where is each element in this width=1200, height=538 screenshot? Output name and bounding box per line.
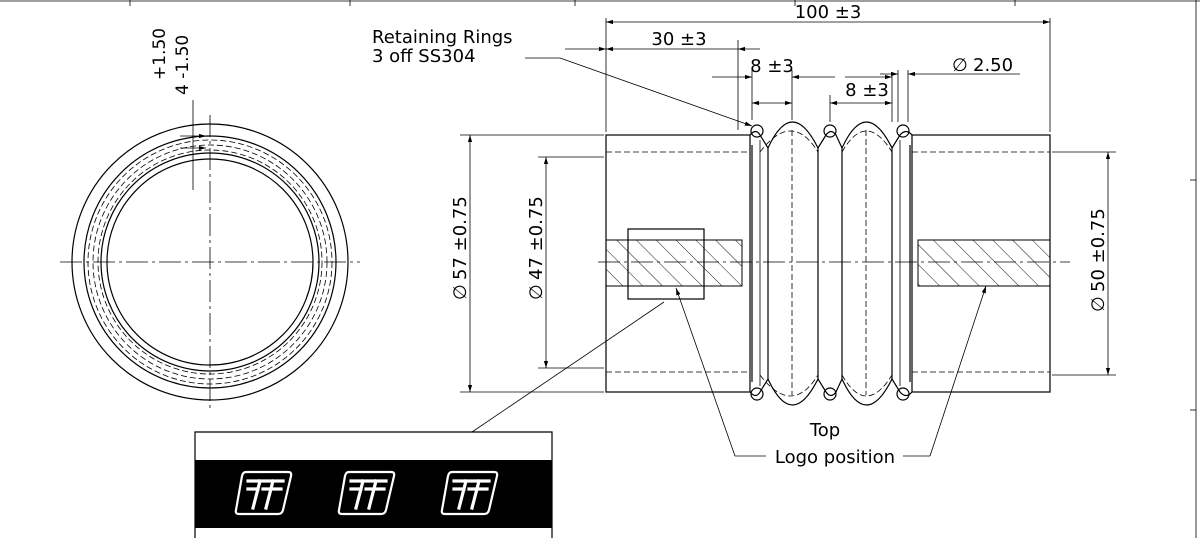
dim-convolution-width-2: 8 ±3 bbox=[845, 80, 889, 101]
note-top: Top bbox=[809, 420, 840, 441]
dim-outer-diameter-group: ∅ 57 ±0.75 bbox=[450, 196, 471, 300]
logo-mark-icon bbox=[440, 470, 499, 516]
dim-end-diameter-group: ∅ 50 ±0.75 bbox=[1088, 208, 1109, 312]
wall-tolerance-minus: 4 -1.50 bbox=[173, 35, 193, 95]
dim-outer-diameter: 57 ±0.75 bbox=[450, 196, 471, 280]
logo-detail bbox=[194, 431, 553, 538]
dimension-lines bbox=[460, 18, 1116, 393]
dim-end-length: 30 ±3 bbox=[651, 29, 706, 50]
dim-end-outer-diameter: 50 ±0.75 bbox=[1088, 208, 1109, 292]
note-retaining-rings-line2: 3 off SS304 bbox=[372, 46, 476, 67]
side-view bbox=[598, 121, 1070, 406]
dim-diameter-symbol: ∅ bbox=[952, 55, 968, 76]
wall-tolerance-plus: +1.50 bbox=[150, 28, 170, 80]
logo-mark-icon bbox=[337, 470, 396, 516]
leaders bbox=[471, 57, 987, 457]
dim-inner-diameter-group: ∅ 47 ±0.75 bbox=[526, 196, 547, 300]
dim-id-symbol: ∅ bbox=[526, 284, 547, 300]
logo-mark-icon bbox=[234, 470, 293, 516]
logo-marks bbox=[234, 470, 499, 516]
dim-convolution-width-1: 8 ±3 bbox=[750, 56, 794, 77]
dim-ring-diameter: 2.50 bbox=[973, 55, 1013, 76]
dim-od-symbol: ∅ bbox=[450, 284, 471, 300]
dim-total-length: 100 ±3 bbox=[795, 2, 862, 23]
dim-end-od-symbol: ∅ bbox=[1088, 296, 1109, 312]
note-retaining-rings-line1: Retaining Rings bbox=[372, 27, 513, 48]
end-view: +1.50 4 -1.50 bbox=[60, 28, 360, 410]
note-logo-position: Logo position bbox=[775, 447, 895, 468]
dim-inner-diameter: 47 ±0.75 bbox=[526, 196, 547, 280]
